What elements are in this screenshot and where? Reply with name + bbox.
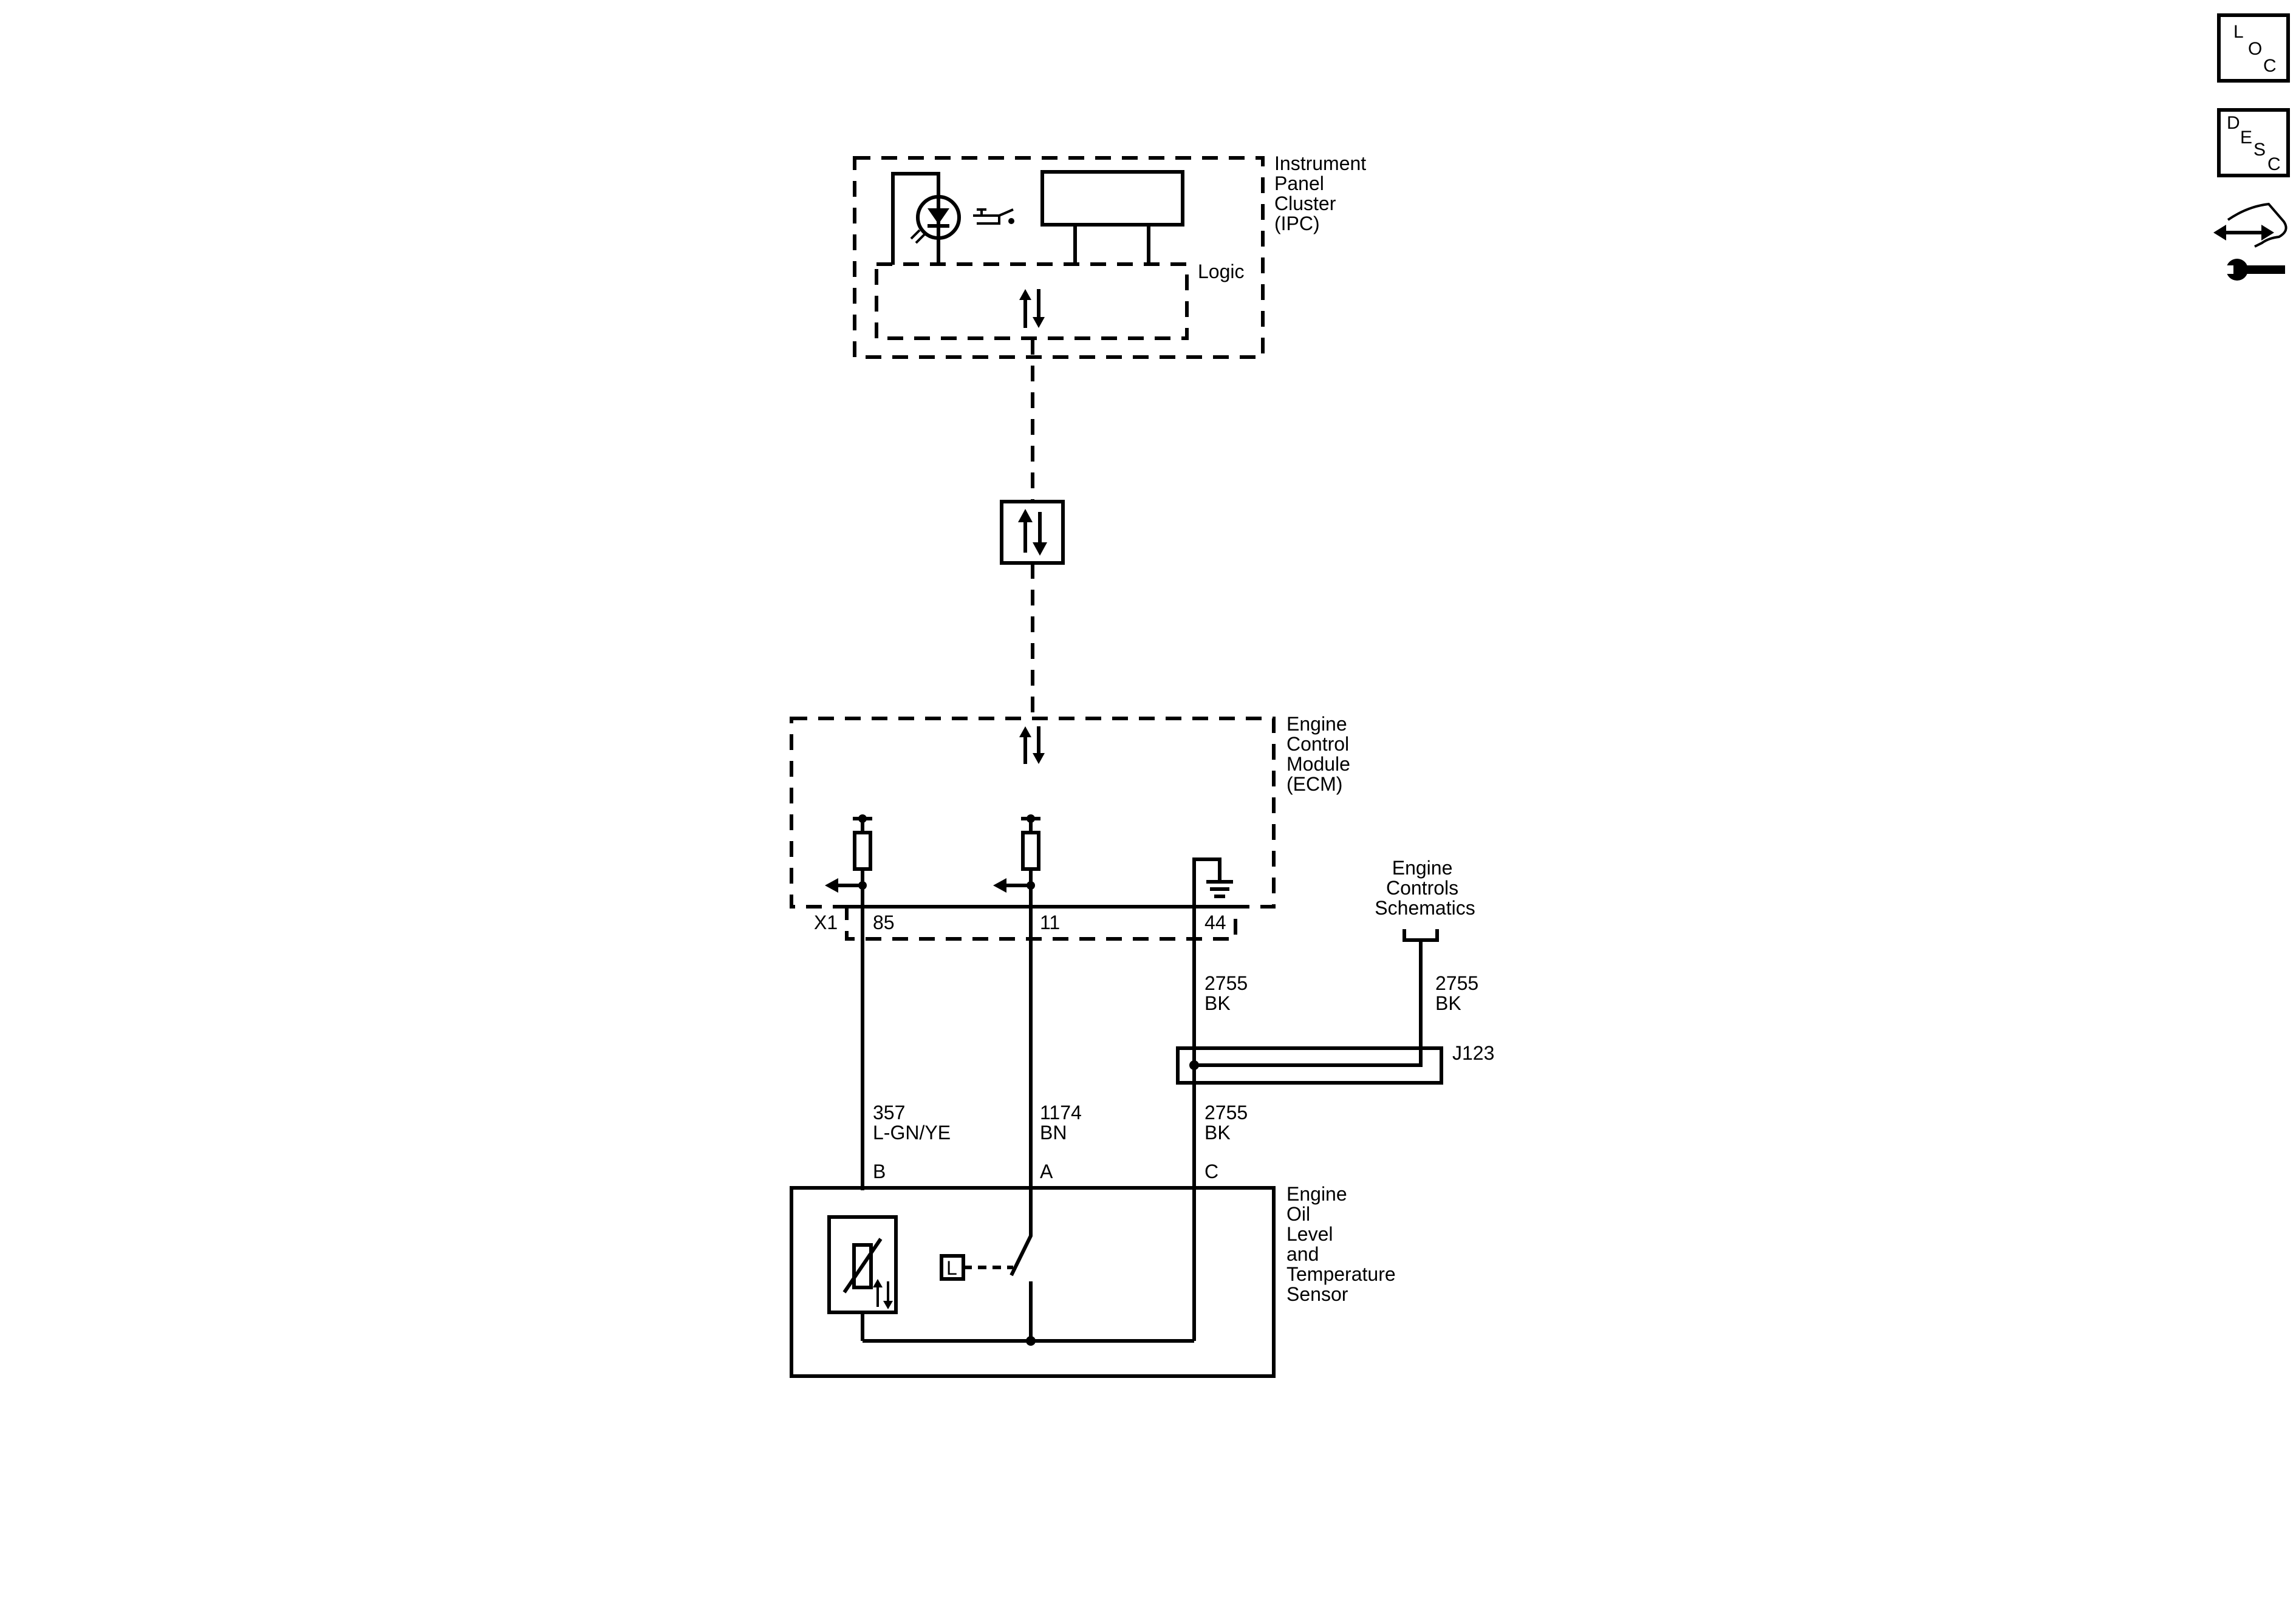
ipc-display-wires [1073, 225, 1150, 265]
x1-connector-outline [845, 905, 1237, 941]
splice-bus [1194, 940, 1423, 1067]
serial-data-arrows-icon [1018, 509, 1047, 556]
serial-data-link [1000, 339, 1065, 717]
ipc-lamp-wire [891, 172, 940, 265]
connector-pin-44: 44 [1204, 912, 1226, 933]
ipc-module: Logic Instrument Panel Cluster (IPC) [853, 152, 1372, 359]
connector-pin-11: 11 [1040, 912, 1060, 933]
oil-level-temp-sensor: L Engine Oil Level and Temperature Senso… [790, 1183, 1401, 1378]
ecm-module: Engine Control Module (ECM) X1 85 11 44 [790, 713, 1356, 941]
oil-warning-lamp-icon [916, 195, 961, 240]
desc-letter-s: S [2253, 140, 2266, 160]
sensor-outline [790, 1186, 1276, 1378]
ecm-serial-data-arrows-icon [1019, 726, 1045, 764]
oil-can-icon [973, 208, 1014, 225]
thermistor-slash [842, 1238, 883, 1294]
sensor-pin-b: B [873, 1161, 886, 1182]
loc-letter-o: O [2248, 39, 2262, 59]
level-symbol: L [946, 1257, 957, 1279]
desc-letter-e: E [2240, 128, 2252, 148]
wire-label-357: 357 L-GN/YE [873, 1102, 951, 1144]
harness-wires: J123 Engine Controls Schematics 2755 BK … [861, 857, 1494, 1341]
ipc-label: Instrument Panel Cluster (IPC) [1274, 152, 1372, 234]
ipc-serial-data-arrows-icon [1019, 289, 1045, 328]
level-symbol-box [940, 1254, 965, 1281]
wire-label-1174: 1174 BN [1040, 1102, 1087, 1144]
location-icon [2217, 13, 2290, 83]
sensor-bus-node [1026, 1336, 1036, 1346]
thermistor-element [852, 1243, 873, 1289]
engine-controls-ref-label: Engine Controls Schematics [1375, 857, 1475, 919]
description-icon [2217, 108, 2290, 177]
ipc-display [1040, 170, 1184, 227]
loc-letter-c: C [2263, 56, 2277, 76]
serial-data-symbol [1000, 500, 1065, 565]
led-diode-icon [928, 208, 949, 224]
light-emission-icon [910, 229, 926, 244]
splice-node [1189, 1060, 1199, 1070]
ipc-outline [853, 156, 1265, 359]
connector-pin-85: 85 [873, 912, 895, 933]
ground-wire-label-ecm: 2755 BK [1204, 972, 1253, 1014]
repair-button[interactable] [2213, 202, 2287, 281]
desc-letter-c: C [2267, 154, 2281, 174]
ground-wire-label-ref: 2755 BK [1435, 972, 1484, 1014]
repair-icon [2213, 202, 2287, 281]
ecm-ground-icon [1192, 857, 1233, 939]
ecm-label: Engine Control Module (ECM) [1286, 713, 1356, 795]
ecm-pullup-resistor-11 [993, 814, 1040, 893]
thermistor-arrows-icon [873, 1279, 893, 1309]
splice-label: J123 [1452, 1042, 1494, 1064]
connector-name: X1 [814, 912, 838, 933]
ecm-pullup-resistor-85 [825, 814, 872, 893]
wire-label-2755: 2755 BK [1204, 1102, 1253, 1144]
oil-drop-icon [1008, 218, 1014, 224]
level-switch [1010, 1199, 1033, 1341]
splice-j123 [1176, 1046, 1443, 1085]
loc-letter-l: L [2233, 22, 2244, 42]
ipc-logic-label: Logic [1198, 261, 1245, 282]
sensor-label: Engine Oil Level and Temperature Sensor [1286, 1183, 1401, 1305]
location-button[interactable]: L O C [2217, 13, 2290, 83]
desc-letter-d: D [2227, 113, 2240, 133]
sensor-pin-a: A [1040, 1161, 1053, 1182]
description-button[interactable]: D E S C [2217, 108, 2290, 177]
engine-controls-ref-bracket [1403, 929, 1439, 942]
ipc-logic-outline [875, 262, 1189, 340]
sensor-pin-c: C [1204, 1161, 1218, 1182]
